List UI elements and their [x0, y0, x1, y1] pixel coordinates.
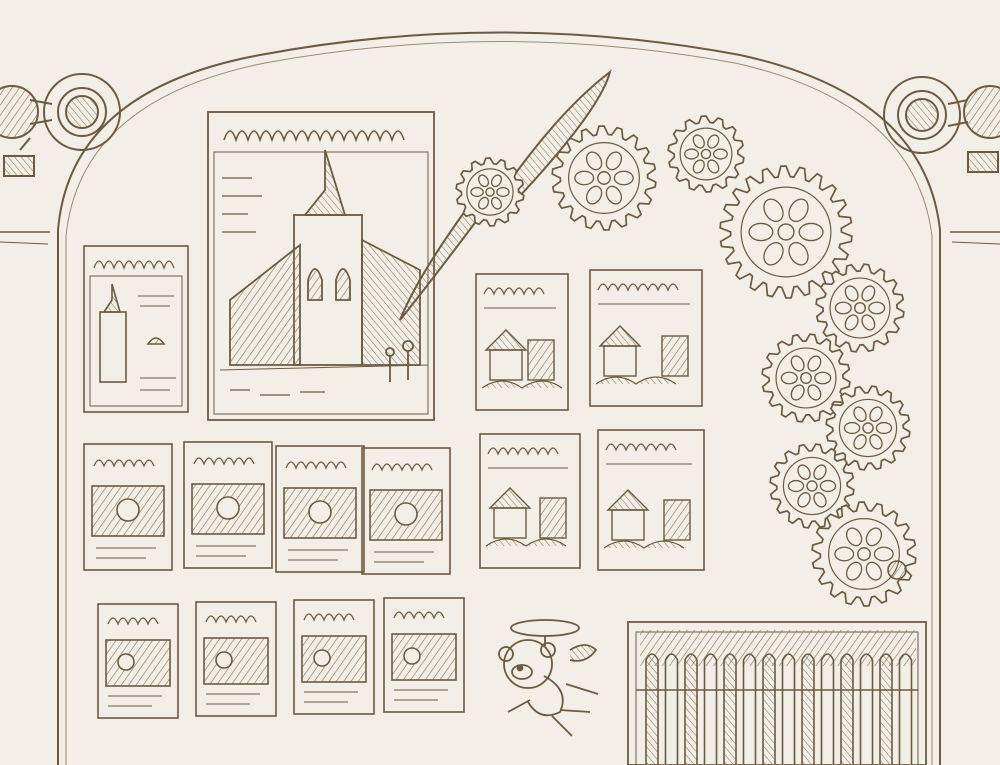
gear-icon: [719, 165, 853, 299]
camera-card: [195, 601, 277, 717]
camera-card: [293, 599, 375, 715]
camera-icon: [283, 487, 357, 539]
camera-icon: [301, 635, 367, 683]
lamp-icon: [0, 73, 121, 177]
camera-card: [383, 597, 465, 713]
village-card: [475, 273, 569, 411]
fence-icon: [627, 621, 927, 765]
church-icon: [219, 149, 429, 396]
camera-icon: [191, 483, 265, 535]
camera-card: [97, 603, 179, 719]
camera-icon: [91, 485, 165, 537]
gear-icon: [769, 443, 855, 529]
village-card: [479, 433, 581, 569]
camera-card: [83, 443, 173, 571]
camera-cards-row-2: [97, 597, 465, 719]
village-card: [597, 429, 705, 571]
fence-picket: [820, 653, 835, 765]
fence-picket: [801, 653, 815, 765]
gear-train: [455, 115, 917, 607]
fence-picket: [684, 653, 698, 765]
camera-cards-row-1: [83, 441, 451, 575]
gear-hub-icon: [887, 560, 907, 580]
camera-card: [361, 447, 451, 575]
village-cards: [475, 269, 705, 571]
gear-icon: [811, 501, 917, 607]
church-poster: [207, 111, 435, 421]
lamp-icon: [883, 76, 1000, 173]
fence-picket: [762, 653, 776, 765]
camera-icon: [369, 489, 443, 541]
village-card: [589, 269, 703, 407]
gear-icon: [761, 333, 851, 423]
gear-icon: [551, 125, 657, 231]
camera-icon: [391, 633, 457, 681]
fence-picket: [898, 653, 913, 765]
camera-icon: [105, 639, 171, 687]
camera-card: [275, 445, 365, 573]
bear-icon: [498, 619, 599, 737]
fence-picket: [742, 653, 757, 765]
fence-picket: [703, 653, 718, 765]
church-card: [83, 245, 189, 413]
fence-picket: [723, 653, 737, 765]
fence-picket: [664, 653, 679, 765]
camera-card: [183, 441, 273, 569]
gear-icon: [815, 263, 905, 353]
camera-icon: [203, 637, 269, 685]
fence-picket: [859, 653, 874, 765]
gear-icon: [455, 157, 525, 227]
fence-picket: [840, 653, 854, 765]
gear-icon: [667, 115, 745, 193]
fence-picket: [781, 653, 796, 765]
fence-picket: [645, 653, 659, 765]
arch-frame: [0, 31, 1000, 765]
gear-icon: [825, 385, 911, 471]
fence-picket: [879, 653, 893, 765]
